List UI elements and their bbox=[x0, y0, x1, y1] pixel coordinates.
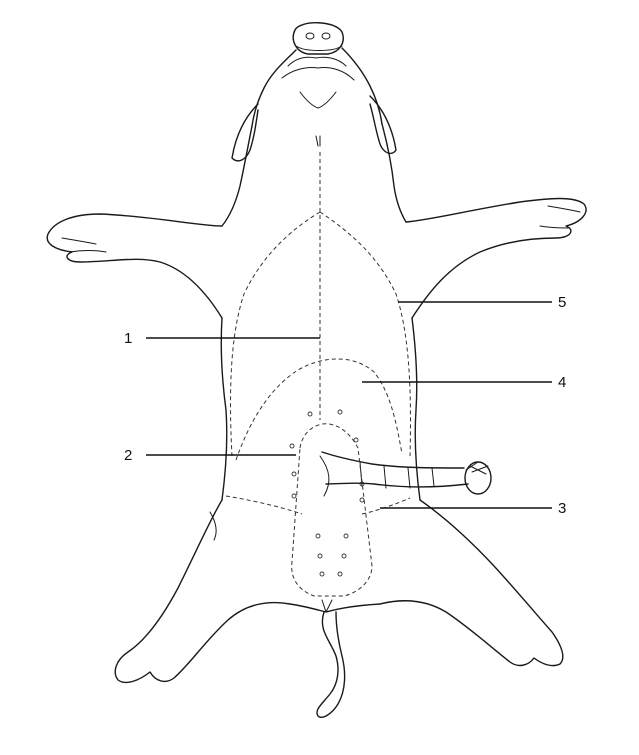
label-5: 5 bbox=[558, 294, 566, 311]
abdominal-region-4 bbox=[235, 358, 403, 461]
right-ear bbox=[369, 95, 397, 155]
left-hindleg bbox=[114, 499, 291, 684]
left-foreleg bbox=[46, 213, 223, 319]
neck-left bbox=[221, 125, 253, 227]
umbilical-cord bbox=[319, 451, 492, 497]
right-nostril bbox=[321, 32, 331, 40]
label-2: 2 bbox=[124, 447, 132, 464]
right-foreleg bbox=[405, 197, 587, 319]
left-ribcage-region bbox=[230, 211, 321, 457]
label-1: 1 bbox=[124, 330, 132, 347]
neck-right bbox=[381, 123, 407, 223]
inguinal-region-3 bbox=[225, 495, 411, 515]
right-ribcage-region bbox=[319, 211, 411, 457]
tail bbox=[289, 599, 381, 718]
umbilical-region-2 bbox=[291, 423, 373, 597]
nipples bbox=[289, 409, 365, 577]
snout bbox=[292, 22, 344, 55]
label-3: 3 bbox=[558, 500, 566, 517]
body-right-side bbox=[411, 317, 421, 501]
left-ear bbox=[231, 103, 259, 162]
head bbox=[251, 47, 383, 147]
body-left-side bbox=[220, 317, 228, 501]
label-4: 4 bbox=[558, 374, 566, 391]
left-nostril bbox=[305, 32, 315, 40]
right-hindleg bbox=[379, 499, 564, 667]
